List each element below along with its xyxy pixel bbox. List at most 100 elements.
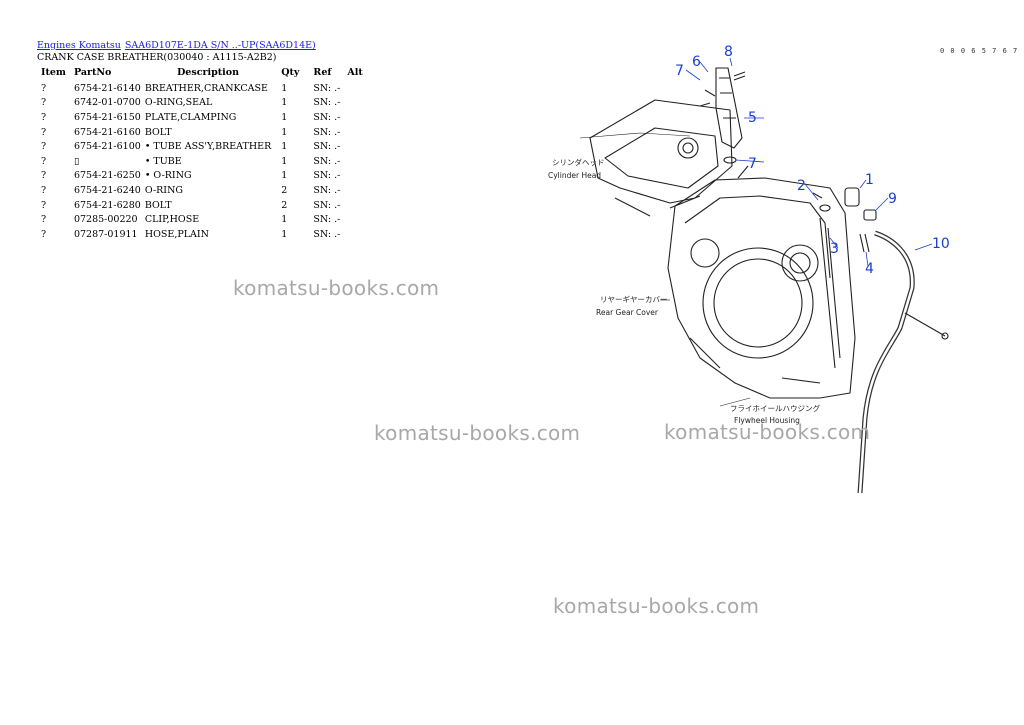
- cell-partno: 6754-21-6100: [73, 141, 141, 153]
- cell-item: ?: [41, 155, 47, 167]
- label-flywheel-housing-en: Flywheel Housing: [734, 416, 800, 425]
- label-rear-gear-cover-en: Rear Gear Cover: [596, 308, 659, 317]
- cell-ref: SN: .-: [313, 184, 341, 196]
- watermark: komatsu-books.com: [374, 421, 581, 445]
- cell-partno: 07285-00220: [73, 214, 138, 226]
- cell-ref: SN: .-: [313, 82, 341, 94]
- drawing-code: 0 0 0 6 5 7 6 7: [940, 47, 1019, 55]
- cell-description: BOLT: [144, 126, 172, 138]
- cell-item: ?: [41, 111, 47, 123]
- col-header-partno: PartNo: [73, 66, 112, 78]
- cell-partno: 6754-21-6150: [73, 111, 141, 123]
- callout-7b: 7: [748, 156, 757, 172]
- cell-partno: 07287-01911: [73, 228, 138, 240]
- label-cylinder-head-en: Cylinder Head: [548, 171, 601, 180]
- cell-partno: 6754-21-6240: [73, 184, 141, 196]
- cell-partno: 6754-21-6160: [73, 126, 141, 138]
- cell-ref: SN: .-: [313, 141, 341, 153]
- label-cylinder-head-jp: シリンダヘッド: [552, 157, 605, 167]
- cell-item: ?: [41, 228, 47, 240]
- cell-alt: [343, 96, 371, 111]
- parts-table: Item PartNo Description Qty Ref Alt ? 675…: [37, 66, 371, 242]
- callout-10: 10: [932, 236, 950, 252]
- cell-qty: 1: [281, 155, 288, 167]
- cell-alt: [343, 125, 371, 140]
- cell-alt: [343, 169, 371, 184]
- col-header-qty: Qty: [281, 66, 300, 78]
- breadcrumb-link-model[interactable]: SAA6D107E-1DA S/N ..-UP(SAA6D14E): [124, 40, 316, 51]
- cell-description: O-RING: [144, 184, 183, 196]
- cell-qty: 1: [281, 126, 288, 138]
- cell-ref: SN: .-: [313, 155, 341, 167]
- cell-qty: 1: [281, 97, 288, 109]
- cell-ref: SN: .-: [313, 228, 341, 240]
- parts-diagram: 7 6 8 5 7 2 1 9 3 4 10 シリンダヘッド Cylinder …: [548, 44, 950, 494]
- cell-qty: 1: [281, 111, 288, 123]
- cell-ref: SN: .-: [313, 199, 341, 211]
- cell-item: ?: [41, 170, 47, 182]
- cell-partno: 6754-21-6140: [73, 82, 141, 94]
- cell-description: • O-RING: [144, 170, 192, 182]
- cell-ref: SN: .-: [313, 97, 341, 109]
- page-subtitle: CRANK CASE BREATHER(030040 : A1115-A2B2): [37, 52, 277, 63]
- col-header-item: Item: [41, 66, 66, 78]
- cell-qty: 1: [281, 141, 288, 153]
- cell-qty: 1: [281, 82, 288, 94]
- cell-description: HOSE,PLAIN: [144, 228, 209, 240]
- cell-description: • TUBE: [144, 155, 182, 167]
- cell-qty: 1: [281, 170, 288, 182]
- watermark: komatsu-books.com: [664, 420, 871, 444]
- table-row: ? 6754-21-6250• O-RING 1 SN: .-: [37, 169, 371, 184]
- label-rear-gear-cover-jp: リヤーギヤーカバー: [600, 295, 668, 304]
- cell-partno: 6742-01-0700: [73, 97, 141, 109]
- cell-ref: SN: .-: [313, 214, 341, 226]
- cell-item: ?: [41, 126, 47, 138]
- callout-3: 3: [830, 241, 839, 257]
- cell-alt: [343, 212, 371, 227]
- callout-9: 9: [888, 191, 897, 207]
- table-row: ? 6754-21-6100• TUBE ASS'Y,BREATHER 1 SN: .…: [37, 139, 371, 154]
- cell-qty: 2: [281, 199, 288, 211]
- cell-ref: SN: .-: [313, 170, 341, 182]
- cell-partno: 6754-21-6250: [73, 170, 141, 182]
- cell-item: ?: [41, 82, 47, 94]
- cell-description: BOLT: [144, 199, 172, 211]
- col-header-alt: Alt: [347, 66, 363, 78]
- table-header-row: Item PartNo Description Qty Ref Alt: [37, 66, 371, 81]
- cell-qty: 1: [281, 214, 288, 226]
- cell-alt: [343, 154, 371, 169]
- cell-alt: [343, 198, 371, 213]
- breadcrumb-link-engines[interactable]: Engines Komatsu: [37, 40, 121, 51]
- cell-item: ?: [41, 184, 47, 196]
- cell-description: • TUBE ASS'Y,BREATHER: [144, 141, 272, 153]
- label-flywheel-housing-jp: フライホイールハウジング: [730, 403, 820, 413]
- cell-item: ?: [41, 97, 47, 109]
- cell-description: PLATE,CLAMPING: [144, 111, 237, 123]
- callout-8: 8: [724, 44, 733, 60]
- cell-description: O-RING,SEAL: [144, 97, 213, 109]
- cell-item: ?: [41, 141, 47, 153]
- cell-item: ?: [41, 214, 47, 226]
- cell-alt: [343, 183, 371, 198]
- cell-alt: [343, 81, 371, 96]
- callout-7a: 7: [675, 63, 684, 79]
- cylinder-head-drawing: [589, 99, 733, 204]
- cell-description: BREATHER,CRANKCASE: [144, 82, 268, 94]
- cell-ref: SN: .-: [313, 111, 341, 123]
- cell-alt: [343, 110, 371, 125]
- cell-ref: SN: .-: [313, 126, 341, 138]
- col-header-ref: Ref: [313, 66, 332, 78]
- callout-6: 6: [692, 54, 701, 70]
- cell-alt: [343, 139, 371, 154]
